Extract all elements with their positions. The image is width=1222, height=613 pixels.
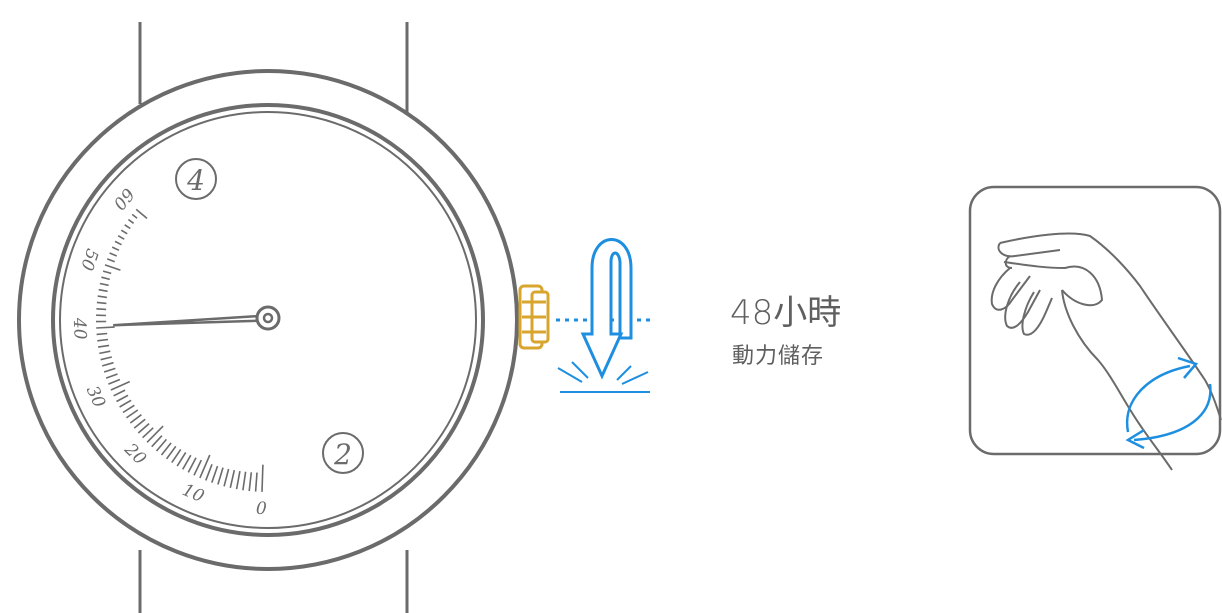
power-reserve-scale	[95, 208, 264, 492]
scale-tick	[99, 282, 109, 287]
scale-tick	[114, 240, 122, 246]
scale-tick	[187, 457, 197, 473]
scale-labels: 0 10 20 30 40 50 60	[69, 184, 268, 519]
scale-tick	[142, 427, 154, 439]
scale-label: 20	[120, 439, 150, 469]
scale-tick	[171, 448, 182, 464]
scale-tick	[160, 442, 172, 456]
scale-tick	[242, 471, 247, 491]
scale-tick	[126, 409, 139, 419]
watch-hand	[113, 305, 281, 331]
scale-tick	[119, 399, 132, 408]
scale-tick	[105, 373, 118, 379]
svg-text:2: 2	[333, 438, 352, 471]
scale-tick	[102, 270, 112, 275]
scale-tick	[146, 425, 164, 443]
scale-label: 10	[179, 480, 207, 507]
scale-tick	[254, 472, 258, 492]
scale-tick	[120, 229, 128, 235]
scale-tick	[135, 208, 148, 220]
scale-tick	[261, 464, 264, 492]
scale-tick	[124, 224, 131, 230]
power-reserve-title: 48小時	[730, 293, 842, 333]
scale-tick	[106, 258, 115, 263]
scale-tick	[235, 470, 241, 490]
scale-tick	[111, 246, 120, 252]
scale-tick	[131, 213, 138, 219]
scale-tick	[199, 454, 211, 479]
scale-label: 40	[69, 316, 90, 340]
crown-wind-icon	[556, 238, 652, 393]
scale-tick	[101, 361, 114, 367]
marker-2: 2	[322, 432, 364, 474]
scale-tick	[100, 356, 112, 361]
scale-tick	[182, 454, 192, 470]
wrist-shake-icon	[968, 185, 1222, 471]
scale-tick	[109, 252, 118, 257]
scale-tick	[104, 264, 121, 271]
scale-tick	[97, 295, 108, 299]
scale-tick	[117, 235, 125, 240]
scale-tick	[96, 326, 115, 329]
scale-tick	[165, 445, 177, 460]
scale-tick	[133, 418, 146, 429]
scale-tick	[193, 459, 203, 476]
scale-tick	[101, 276, 111, 281]
scale-tick	[127, 218, 135, 224]
scale-tick	[223, 468, 230, 487]
scale-tick	[96, 308, 107, 311]
scale-tick	[97, 344, 110, 348]
scale-tick	[110, 380, 131, 391]
scale-label: 30	[82, 383, 109, 411]
scale-tick	[137, 422, 150, 434]
scale-tick	[113, 389, 126, 397]
scale-tick	[96, 332, 108, 336]
crown	[518, 284, 550, 350]
scale-tick	[155, 438, 168, 452]
scale-tick	[103, 367, 116, 373]
watch-strap	[138, 22, 409, 613]
scale-tick	[217, 467, 224, 485]
scale-tick	[248, 472, 253, 492]
scale-tick	[99, 350, 111, 355]
svg-text:4: 4	[186, 164, 205, 197]
scale-label: 50	[76, 246, 102, 273]
scale-tick	[108, 378, 121, 385]
scale-tick	[205, 464, 213, 481]
scale-tick	[98, 288, 108, 293]
scale-tick	[211, 465, 219, 483]
power-reserve-subtitle: 動力儲存	[732, 344, 825, 369]
scale-label: 60	[109, 184, 138, 214]
scale-tick	[151, 435, 163, 448]
scale-tick	[116, 394, 129, 403]
scale-label: 0	[256, 499, 268, 519]
scale-tick	[97, 338, 109, 342]
watch-case	[17, 69, 519, 571]
scale-tick	[96, 301, 107, 305]
scale-tick	[229, 470, 236, 488]
scale-tick	[176, 451, 187, 467]
marker-4: 4	[175, 158, 217, 200]
scale-tick	[129, 414, 142, 424]
scale-tick	[122, 404, 135, 414]
